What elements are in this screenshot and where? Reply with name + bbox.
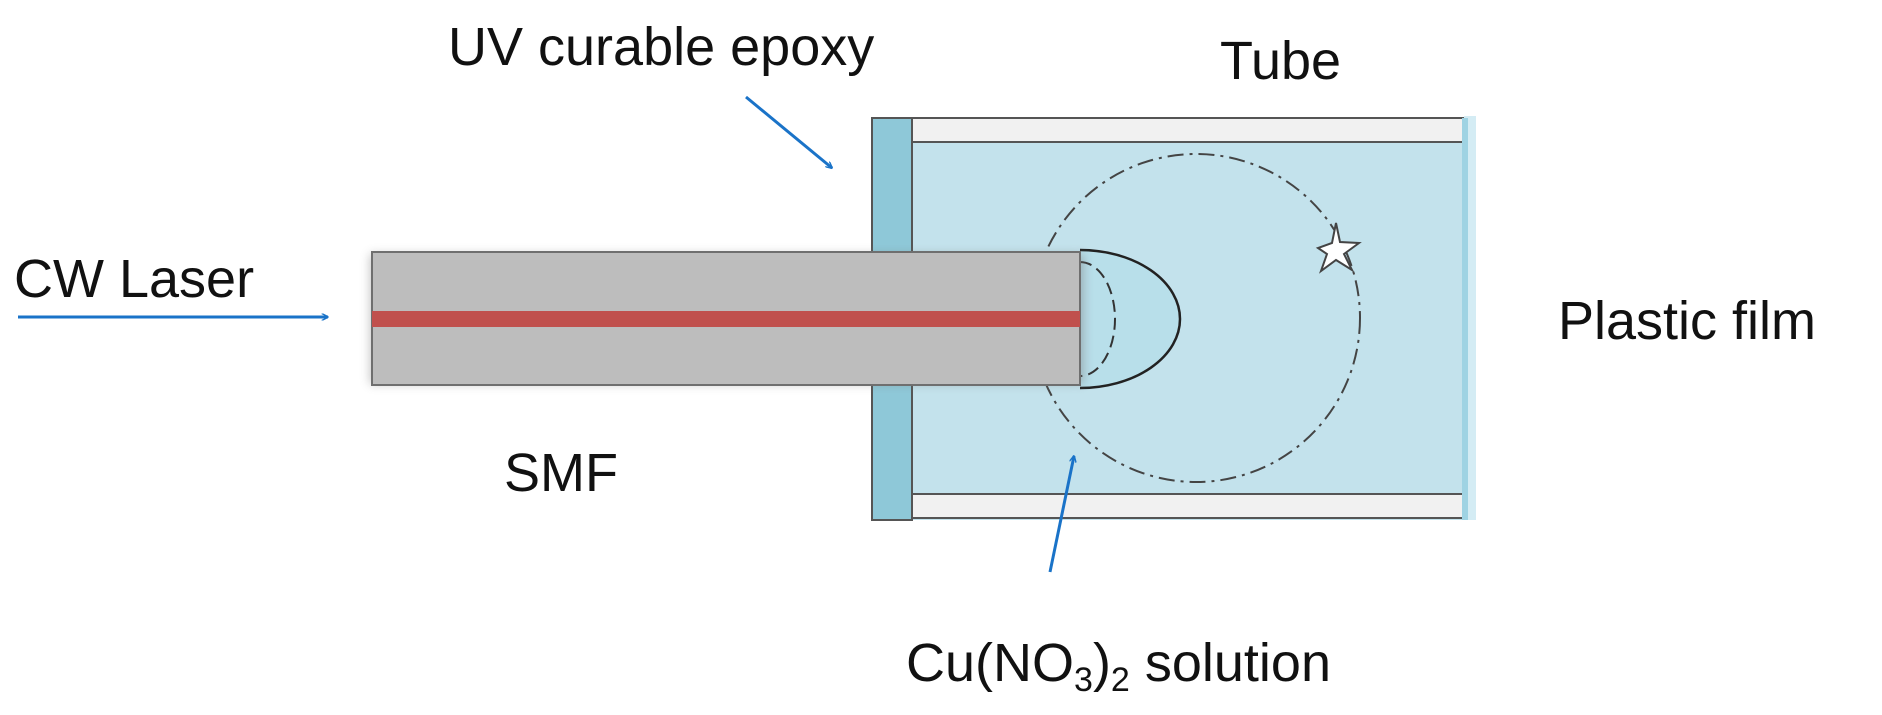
plastic-film-edge [1462, 118, 1468, 520]
tube-wall-bottom [911, 493, 1465, 519]
solution-label-pre: Cu(NO [906, 633, 1075, 693]
solution-label-mid: ) [1092, 633, 1111, 693]
initial-bubble-outline [1079, 261, 1116, 377]
solution-label-sub2: 2 [1110, 661, 1130, 699]
collapse-star-icon [1315, 222, 1362, 274]
uv-epoxy-label: UV curable epoxy [448, 17, 875, 77]
plastic-film-label: Plastic film [1558, 291, 1817, 351]
solution-label-sub1: 3 [1074, 661, 1093, 699]
tube-wall-top [911, 117, 1465, 143]
expanded-bubble-outline [1031, 153, 1361, 483]
cw-laser-label: CW Laser [14, 249, 255, 309]
solution-label-post: solution [1129, 633, 1331, 693]
tube-label: Tube [1220, 31, 1342, 91]
solution-arrow [1048, 456, 1074, 573]
solution-label: Cu(NO3)2 solution [906, 633, 1331, 697]
smf-label: SMF [504, 443, 618, 503]
uv-epoxy-arrow [745, 95, 832, 168]
growing-bubble [1079, 248, 1182, 390]
fiber-core [372, 311, 1080, 327]
